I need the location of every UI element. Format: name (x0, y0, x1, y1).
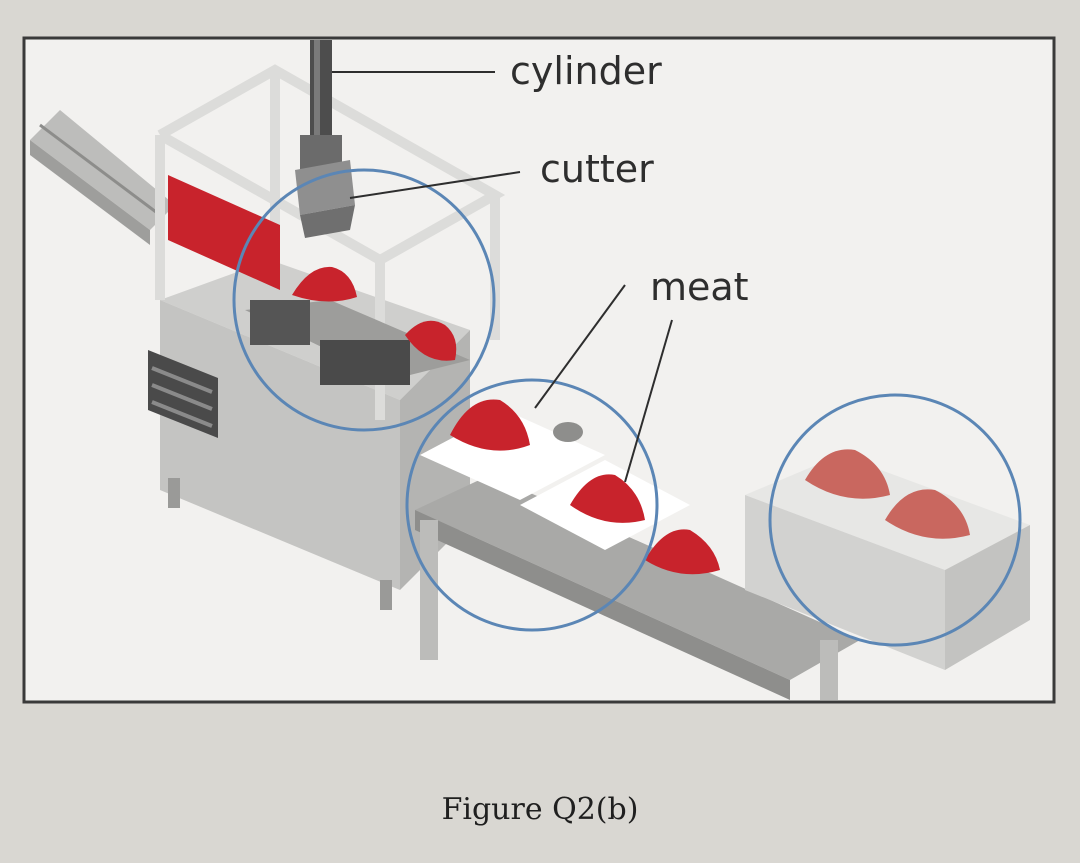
figure-caption: Figure Q2(b) (441, 792, 639, 827)
cutter-leader-line (349, 171, 521, 199)
highlight-circle-package (768, 393, 1022, 647)
highlight-circle-cutting (232, 168, 496, 432)
cutter (295, 160, 355, 238)
infeed-conveyor (30, 110, 175, 245)
highlight-circle-trays (405, 378, 659, 632)
cutting-table (245, 300, 470, 385)
meat-leader-line-1 (534, 284, 626, 409)
cylinder-label: cylinder (510, 49, 662, 93)
trays-on-conveyor (420, 399, 720, 575)
outfeed-conveyor (415, 475, 860, 700)
meat-leader-line-2 (624, 319, 673, 483)
cutter-label: cutter (540, 147, 654, 191)
meat-slices (292, 266, 457, 361)
control-panel (148, 350, 218, 438)
package-box (745, 449, 1030, 670)
meat-label: meat (650, 265, 749, 309)
meat-slab (168, 175, 280, 290)
